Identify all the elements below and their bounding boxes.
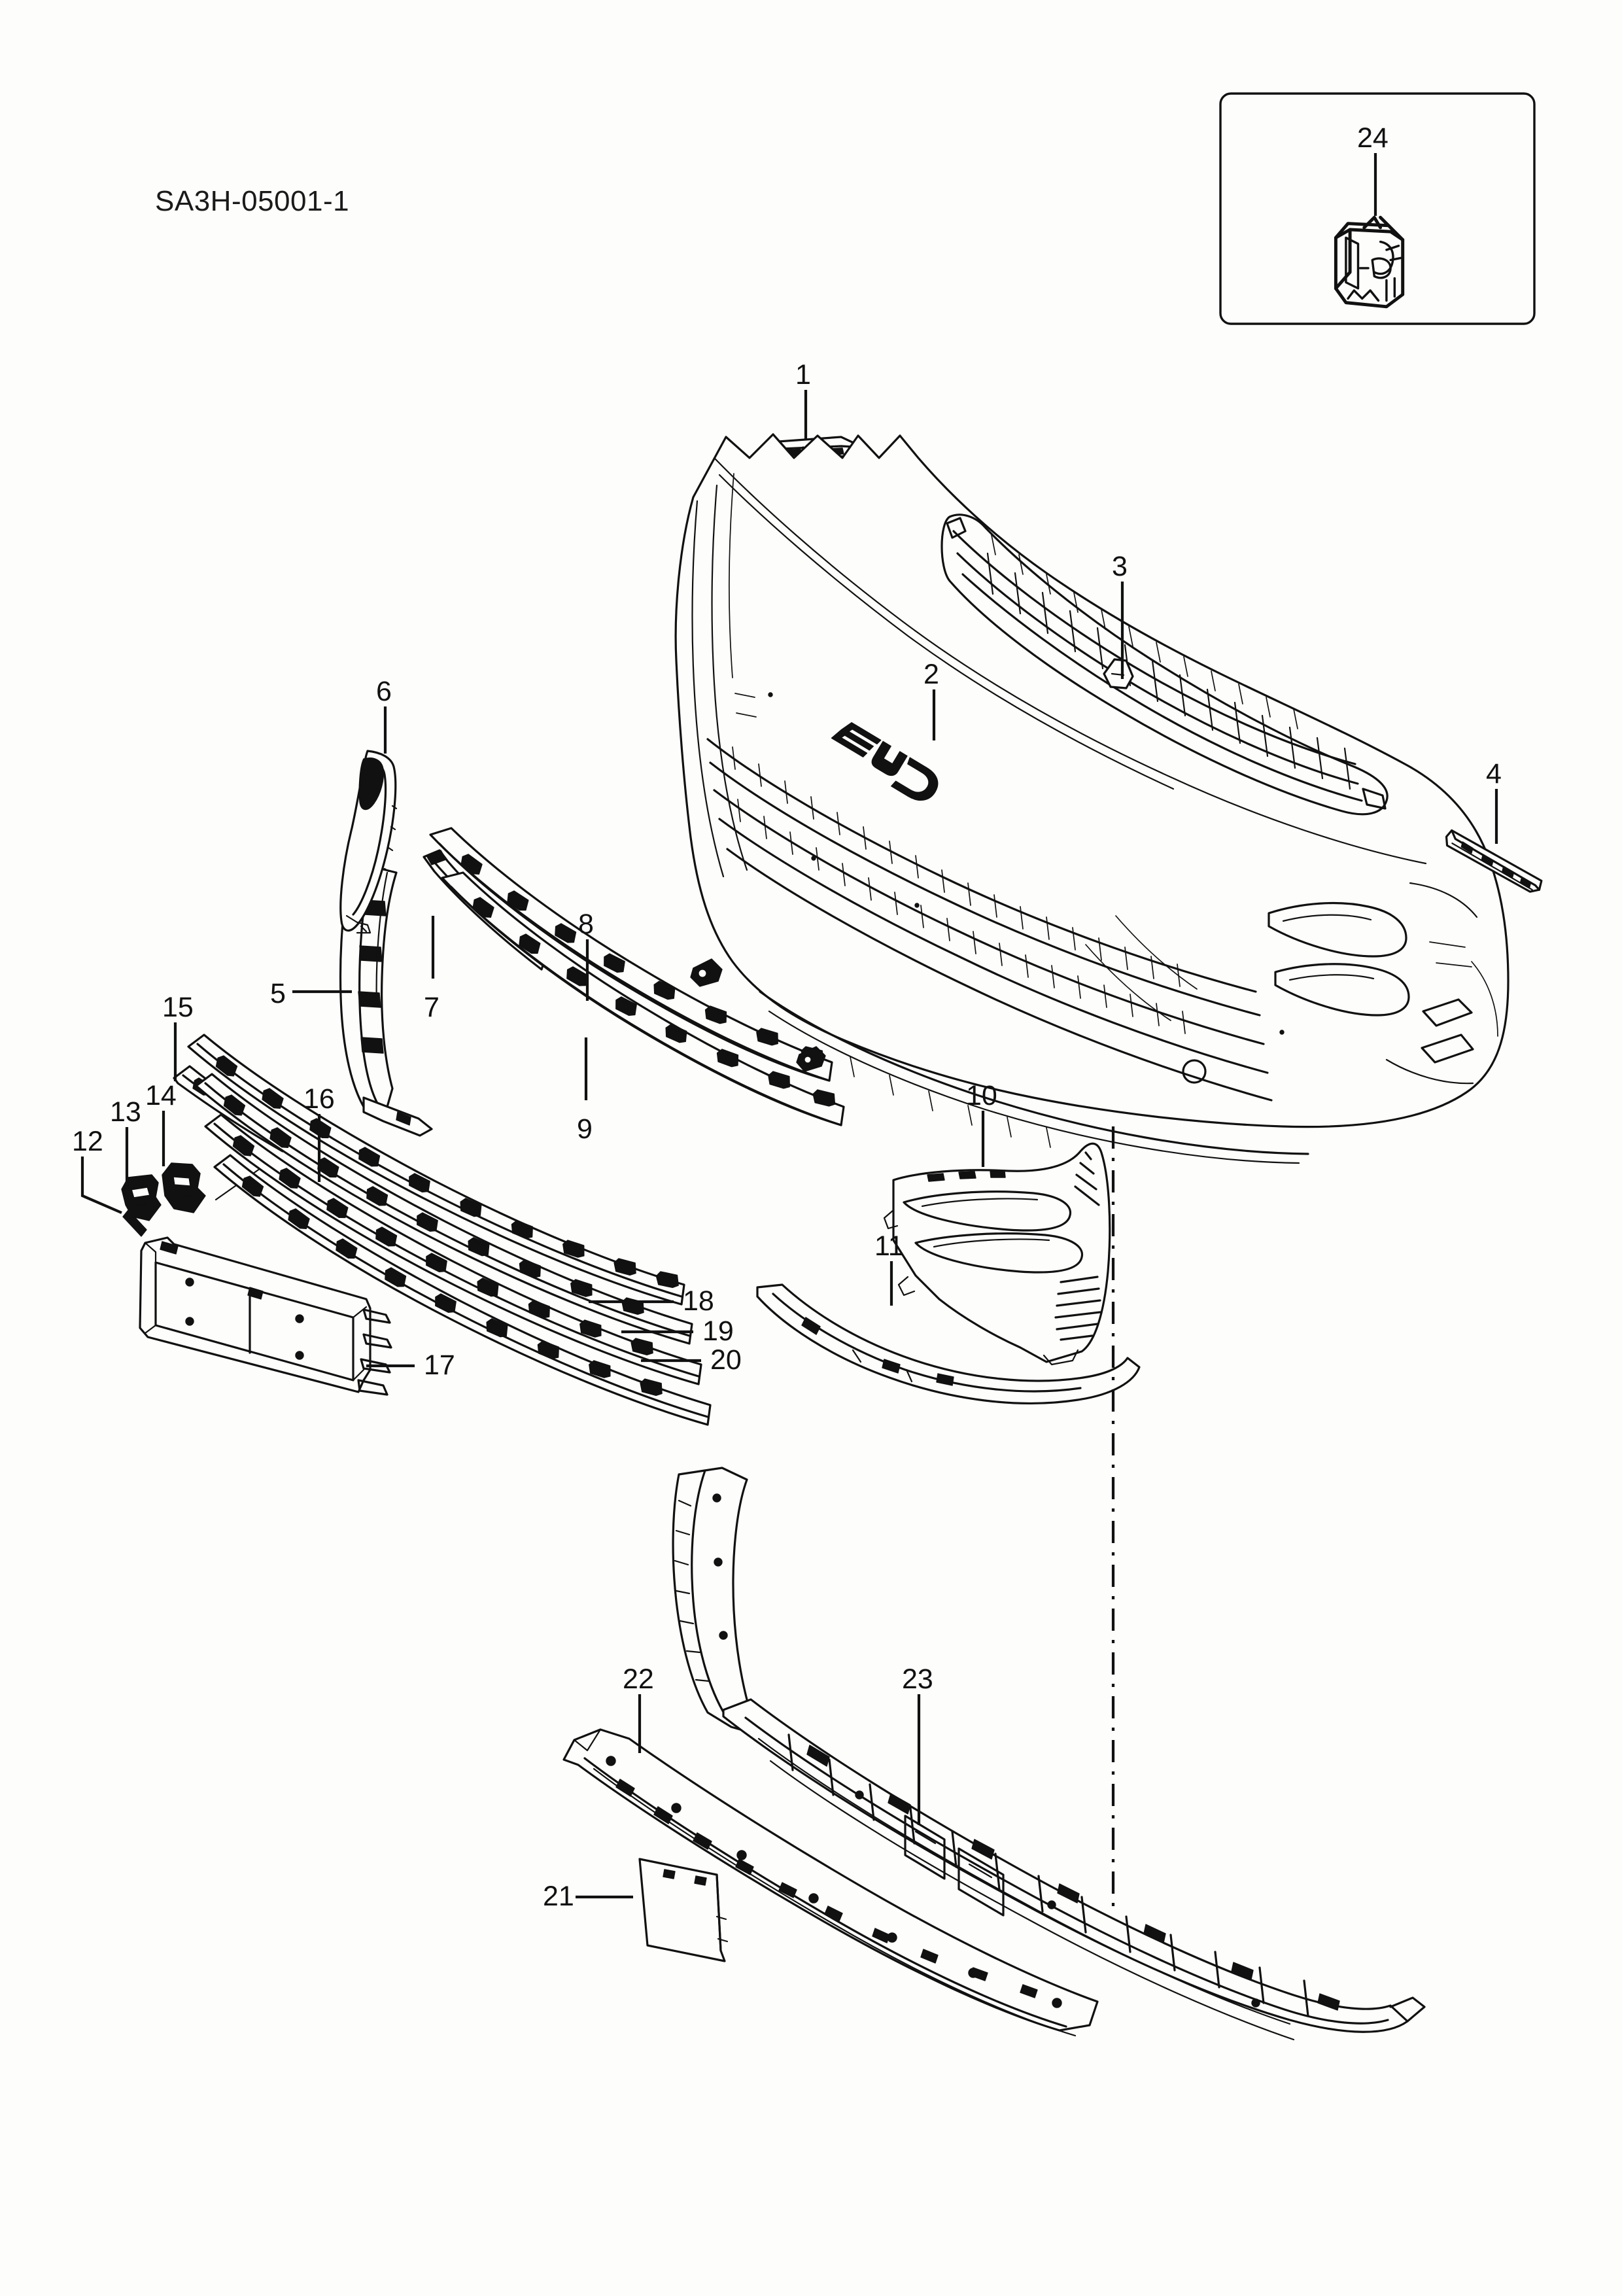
part-6-left-corner-cap <box>339 750 398 934</box>
part-12-retaining-pin <box>122 1209 147 1237</box>
callout-19[interactable]: 19 <box>702 1315 734 1347</box>
part-21-closing-panel <box>638 1858 729 1962</box>
part-13-grille-clip <box>121 1174 162 1221</box>
part-23-bumper-beam <box>672 1467 1426 2041</box>
callout-1[interactable]: 1 <box>795 359 811 391</box>
callout-8[interactable]: 8 <box>578 909 594 940</box>
page-title: SA3H-05001-1 <box>155 185 350 217</box>
part-15-16-18-19-20-grille-slat-stack <box>173 1034 712 1426</box>
part-8-9-grille-slat-pair <box>429 827 845 1126</box>
callout-11[interactable]: 11 <box>874 1230 904 1262</box>
callout-6[interactable]: 6 <box>376 676 392 707</box>
callout-7[interactable]: 7 <box>424 992 440 1023</box>
detail-inset <box>1219 92 1536 325</box>
callout-22[interactable]: 22 <box>623 1663 654 1695</box>
callout-18[interactable]: 18 <box>683 1285 714 1317</box>
part-17-license-plate-bracket <box>139 1236 392 1396</box>
callout-4[interactable]: 4 <box>1486 758 1502 790</box>
callout-16[interactable]: 16 <box>303 1083 335 1115</box>
part-3-upper-grille-panel <box>940 513 1389 816</box>
callout-24[interactable]: 24 <box>1357 122 1389 154</box>
fascia-center-grille <box>706 738 1273 1102</box>
callout-20[interactable]: 20 <box>710 1344 742 1376</box>
callout-leaders <box>80 153 1498 1899</box>
callout-17[interactable]: 17 <box>424 1349 455 1381</box>
part-4-right-trim-strip <box>1445 829 1543 893</box>
callout-9[interactable]: 9 <box>577 1113 593 1145</box>
callout-13[interactable]: 13 <box>110 1096 141 1128</box>
callout-14[interactable]: 14 <box>145 1080 177 1111</box>
part-22-lower-reinforcement <box>562 1728 1099 2037</box>
part-14-grille-clip-upper <box>162 1162 206 1213</box>
callout-2[interactable]: 2 <box>923 659 939 690</box>
callout-21[interactable]: 21 <box>543 1881 574 1912</box>
callout-3[interactable]: 3 <box>1112 551 1128 582</box>
callout-5[interactable]: 5 <box>270 978 286 1009</box>
callout-12[interactable]: 12 <box>72 1126 103 1157</box>
callout-10[interactable]: 10 <box>966 1080 997 1111</box>
byd-emblem <box>831 722 939 801</box>
callout-23[interactable]: 23 <box>902 1663 933 1695</box>
part-10-fog-lamp-bezel <box>883 1142 1111 1366</box>
part-11-lower-moulding <box>756 1283 1141 1404</box>
part-2-front-bumper-fascia <box>674 433 1510 1164</box>
callout-15[interactable]: 15 <box>162 992 194 1023</box>
